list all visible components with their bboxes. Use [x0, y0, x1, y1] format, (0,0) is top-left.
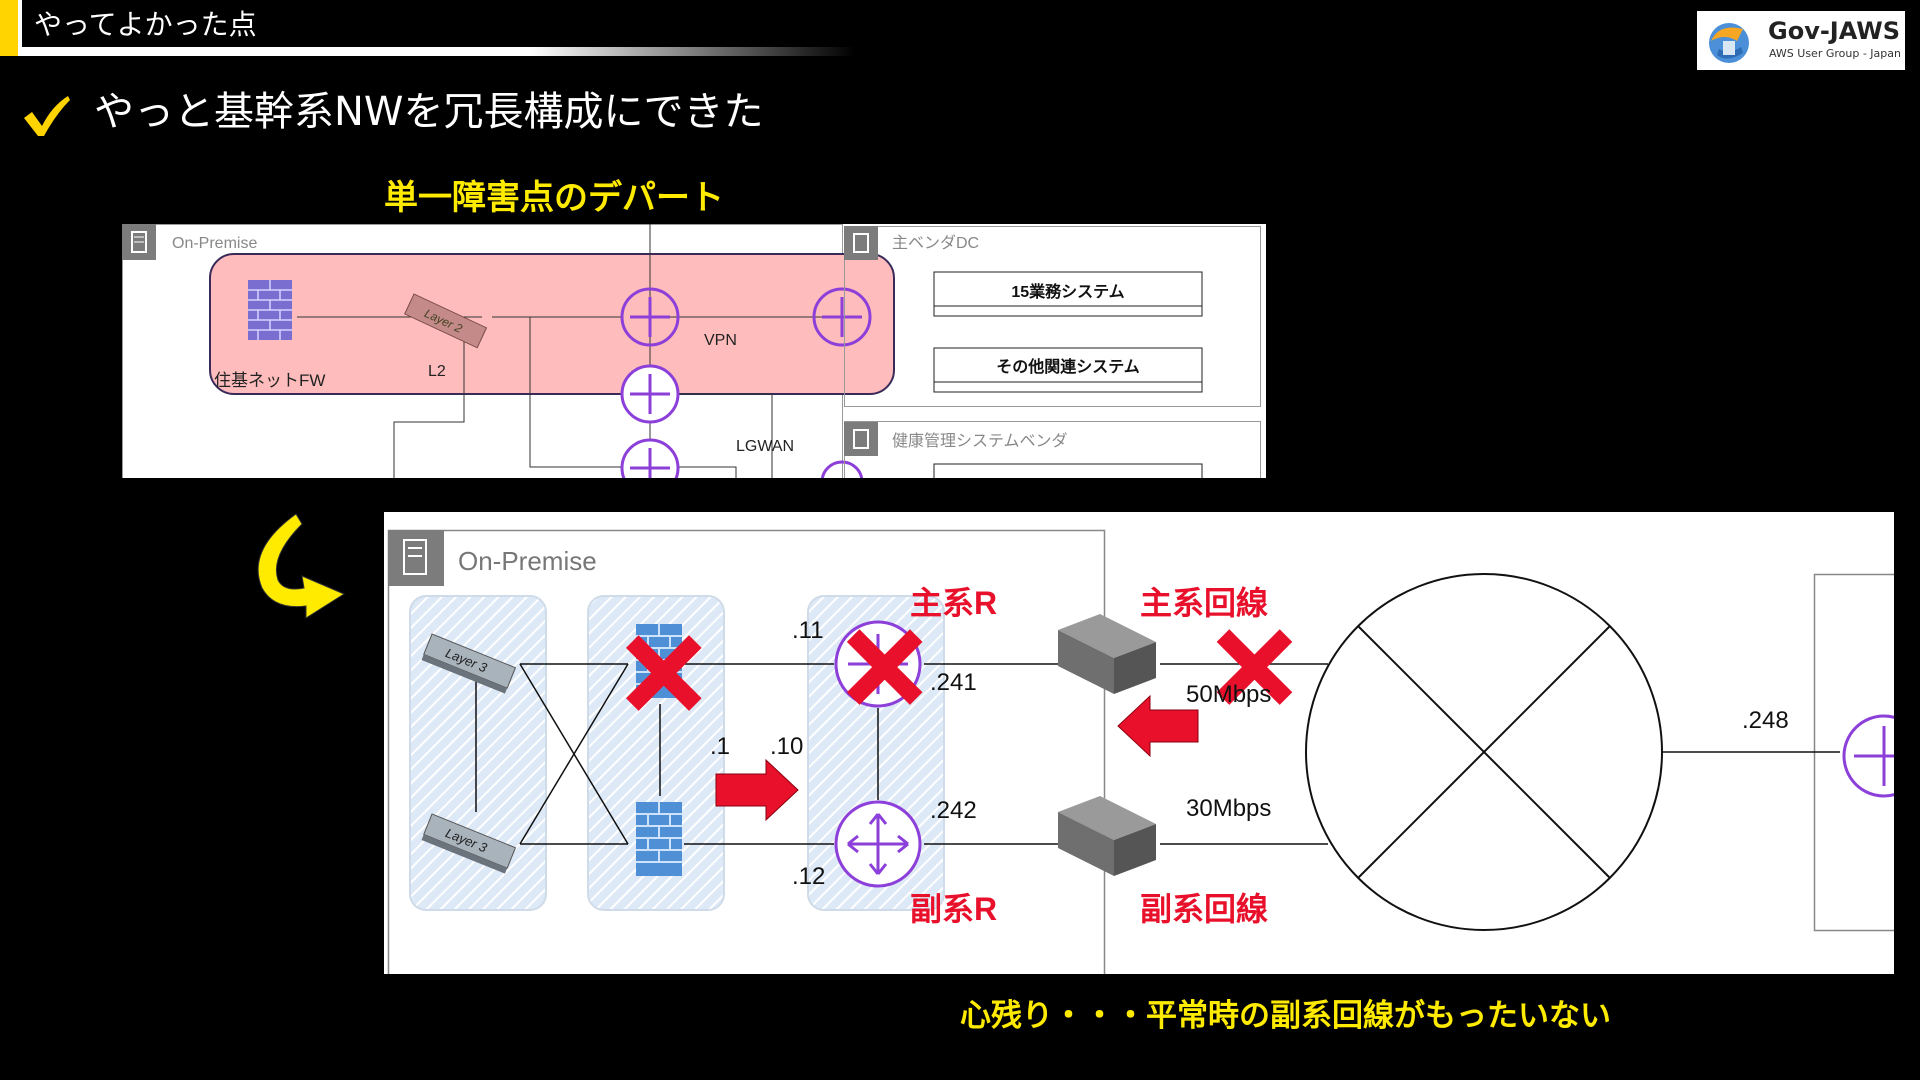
top-caption: 単一障害点のデパート: [384, 178, 724, 218]
section-header-accent: [0, 0, 18, 56]
section-header-panel: [22, 0, 855, 47]
ip-label: .12: [792, 863, 825, 890]
ip-label: .241: [930, 669, 977, 696]
ip-label: .248: [1742, 707, 1789, 734]
server-icon: [844, 226, 878, 260]
failure-cross-icon: [846, 629, 923, 705]
vpn-label: VPN: [704, 332, 737, 349]
secondary-bandwidth-label: 30Mbps: [1186, 795, 1271, 822]
globe-icon: [1709, 23, 1749, 63]
server-icon: [388, 530, 444, 586]
section-title: やってよかった点: [34, 8, 257, 41]
gov-jaws-logo: [1697, 11, 1905, 70]
health-vendor-label: 健康管理システムベンダ: [892, 432, 1068, 450]
system-box: [933, 347, 1203, 393]
ip-label: .11: [792, 617, 824, 644]
secondary-line-label: 副系回線: [1140, 891, 1268, 927]
router-icon: [820, 460, 864, 478]
ip-label: .1: [710, 733, 730, 760]
bottom-caption: 心残り・・・平常時の副系回線がもったいない: [960, 998, 1611, 1034]
router-icon: [620, 364, 680, 424]
curved-arrow-icon: [257, 513, 346, 619]
new-network-diagram: On-Premise Layer 3 Layer 3: [384, 512, 1894, 974]
failure-cross-icon: [626, 635, 702, 711]
layer3-switch-icon: Layer 3: [421, 633, 517, 694]
main-vendor-label: 主ベンダDC: [892, 234, 979, 252]
primary-router-label: 主系R: [910, 585, 997, 621]
layer2-switch-icon: Layer 2: [404, 293, 488, 349]
failure-cross-icon: [1216, 629, 1293, 705]
main-vendor-group: [844, 226, 1261, 407]
firewall-icon: [248, 280, 292, 340]
onpremise-label: On-Premise: [172, 235, 257, 252]
secondary-router-label: 副系R: [910, 891, 997, 927]
firewall-label: 住基ネットFW: [214, 371, 325, 390]
remote-router-icon: [1842, 714, 1894, 798]
modem-icon: [1058, 614, 1156, 694]
primary-line-label: 主系回線: [1140, 585, 1268, 621]
modem-icon: [1058, 796, 1156, 876]
wan-network-icon: [1305, 573, 1663, 931]
router-icon: [620, 438, 680, 478]
check-icon: [24, 96, 70, 136]
system-box: [933, 463, 1203, 478]
failover-arrow-icon: [1117, 694, 1199, 758]
slide-heading: やっと基幹系NWを冗長構成にできた: [94, 89, 764, 135]
failover-arrow-icon: [715, 758, 799, 822]
router-icon: [620, 287, 680, 347]
onpremise-label: On-Premise: [458, 546, 597, 576]
logo-subtitle: AWS User Group - Japan: [1769, 47, 1901, 60]
spof-highlight: [209, 253, 895, 395]
ip-label: .10: [770, 733, 803, 760]
layer3-switch-icon: Layer 3: [421, 813, 517, 874]
system1-label: 15業務システム: [1011, 282, 1124, 301]
system-box: [933, 271, 1203, 317]
ip-label: .242: [930, 797, 977, 824]
health-vendor-group: [844, 421, 1261, 478]
old-network-diagram: On-Premise 住基ネットFW Layer 2 L2 VPN LGWAN …: [122, 224, 1266, 478]
primary-bandwidth-label: 50Mbps: [1186, 681, 1271, 708]
l2-label: L2: [428, 363, 446, 380]
onpremise-group: [387, 529, 1106, 974]
lgwan-label: LGWAN: [736, 438, 794, 455]
secondary-router-icon: [834, 800, 922, 888]
firewall-icon: [636, 802, 682, 876]
router-icon: [812, 287, 872, 347]
logo-name: Gov-JAWS: [1768, 17, 1900, 45]
system2-label: その他関連システム: [996, 357, 1140, 376]
server-icon: [844, 422, 878, 456]
